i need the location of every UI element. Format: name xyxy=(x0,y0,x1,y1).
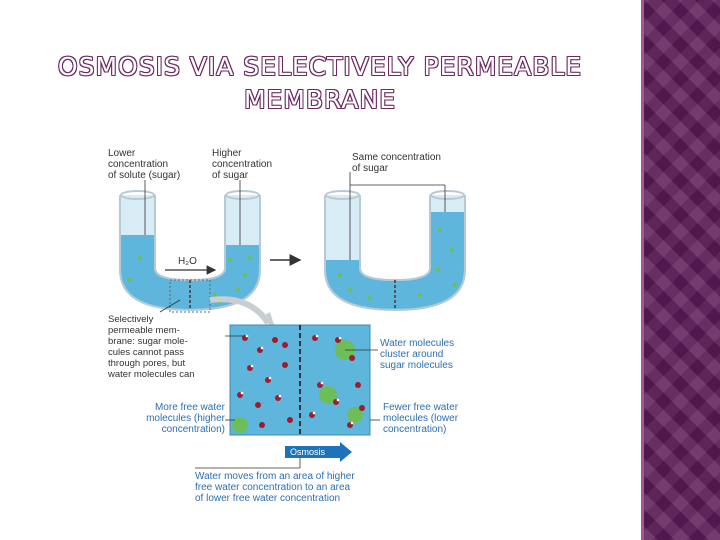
label-summary: Water moves from an area of higher free … xyxy=(195,471,355,504)
osmosis-diagram: Lower concentration of solute (sugar) Hi… xyxy=(100,140,480,510)
slide-title-line-1: OSMOSIS VIA SELECTIVELY PERMEABLE xyxy=(57,52,583,81)
slide-title-line-2: MEMBRANE xyxy=(243,85,397,114)
label-osmosis: Osmosis xyxy=(290,447,326,457)
label-h2o: H₂O xyxy=(178,256,197,267)
label-lower-concentration: Lower concentration of solute (sugar) xyxy=(108,148,181,181)
decorative-side-band xyxy=(641,0,720,540)
label-fewer-free-water: Fewer free water molecules (lower concen… xyxy=(383,402,459,435)
label-higher-concentration: Higher concentration of sugar xyxy=(212,148,273,181)
label-more-free-water: More free water molecules (higher concen… xyxy=(146,402,225,435)
osmosis-arrow xyxy=(285,442,352,462)
label-membrane: Selectively permeable mem- brane: sugar … xyxy=(108,314,195,380)
u-tube-right xyxy=(324,190,466,312)
label-same-concentration: Same concentration of sugar xyxy=(352,152,441,174)
osmosis-diagram-graphic xyxy=(119,172,466,469)
u-tube-left xyxy=(119,190,261,313)
magnified-view xyxy=(229,324,371,436)
label-water-cluster: Water molecules cluster around sugar mol… xyxy=(380,338,455,371)
slide-title: OSMOSIS VIA SELECTIVELY PERMEABLE MEMBRA… xyxy=(0,50,640,116)
